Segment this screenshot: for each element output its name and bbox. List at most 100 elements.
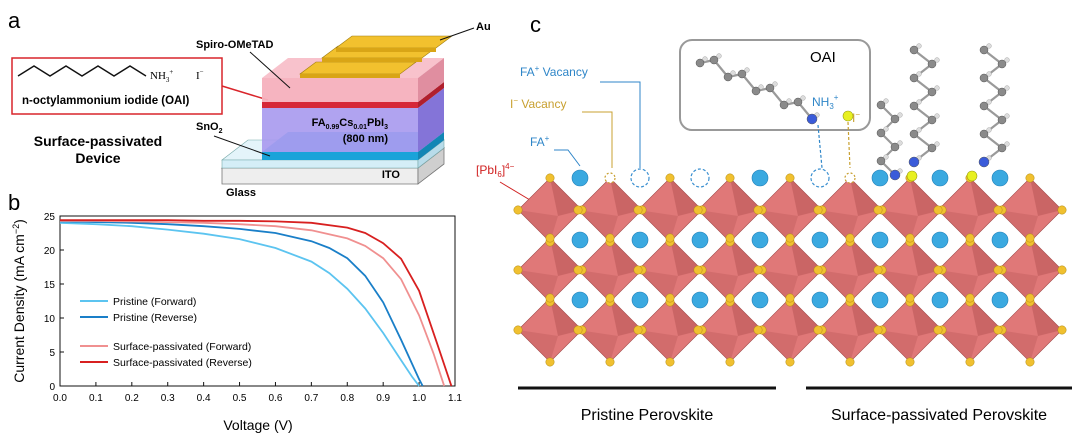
pbi6-octahedron bbox=[877, 177, 943, 243]
iodide-ion bbox=[693, 205, 703, 215]
iodide-arrow bbox=[847, 121, 851, 169]
x-tick-label: 0.0 bbox=[53, 393, 67, 404]
perovskite-thickness: (800 nm) bbox=[343, 133, 389, 145]
pbi6-octahedron bbox=[817, 297, 883, 363]
x-tick-label: 0.5 bbox=[233, 393, 247, 404]
oai-name: n-octylammonium iodide (OAI) bbox=[22, 95, 190, 107]
x-tick-label: 0.2 bbox=[125, 393, 139, 404]
fa-cation bbox=[871, 169, 889, 187]
fa-vacancy-label: FA+ Vacancy bbox=[520, 64, 588, 79]
iodide-ion bbox=[573, 265, 583, 275]
iodide-ion bbox=[905, 293, 915, 303]
pbi6-octahedron bbox=[637, 237, 703, 303]
iodide-ion bbox=[1025, 173, 1035, 183]
iodide-ion bbox=[665, 233, 675, 243]
legend-label: Surface-passivated (Forward) bbox=[113, 341, 251, 353]
y-tick-label: 20 bbox=[44, 246, 56, 257]
pbi6-octahedron bbox=[877, 237, 943, 303]
iodide-ion bbox=[785, 233, 795, 243]
pbi6-octahedron bbox=[997, 177, 1063, 243]
plot-frame bbox=[59, 215, 456, 387]
x-tick-label: 0.4 bbox=[197, 393, 211, 404]
fa-vacancy bbox=[810, 168, 830, 188]
iodide-ion bbox=[693, 325, 703, 335]
pbi6-octahedron bbox=[997, 297, 1063, 363]
iodide-ion bbox=[845, 233, 855, 243]
panel-c-letter: c bbox=[530, 12, 541, 37]
pbi6-octahedron bbox=[757, 297, 823, 363]
iodide-ion bbox=[933, 325, 943, 335]
fa-cation bbox=[991, 169, 1009, 187]
fa-cation bbox=[571, 231, 589, 249]
y-axis-label: Current Density (mA cm−2) bbox=[11, 219, 27, 383]
chart-lines bbox=[59, 219, 453, 387]
fa-cation bbox=[571, 291, 589, 309]
fa-cation bbox=[631, 291, 649, 309]
pbi6-octahedron bbox=[517, 177, 583, 243]
iodide-ion bbox=[665, 293, 675, 303]
iodide-ion bbox=[725, 357, 735, 367]
oai-molecule-box bbox=[695, 53, 820, 125]
pbi6-octahedron bbox=[697, 237, 763, 303]
y-tick-label: 0 bbox=[49, 382, 55, 393]
iodide-ion bbox=[905, 357, 915, 367]
x-tick-label: 0.6 bbox=[269, 393, 283, 404]
oai-molecules bbox=[695, 43, 1010, 182]
x-tick-label: 0.1 bbox=[89, 393, 103, 404]
series-line-3 bbox=[60, 219, 453, 387]
iodide-vacancy bbox=[604, 172, 616, 184]
oai-structure-box bbox=[11, 57, 223, 115]
pbi6-octahedron bbox=[697, 177, 763, 243]
fa-cation bbox=[931, 169, 949, 187]
pbi6-octahedron bbox=[757, 237, 823, 303]
oai-molecule-surface bbox=[978, 43, 1010, 168]
pbi6-label: [PbI6]4− bbox=[476, 162, 515, 179]
fa-cation bbox=[811, 291, 829, 309]
oai-iodide-label: I− bbox=[196, 68, 204, 82]
nh3-label: NH3+ bbox=[812, 93, 839, 111]
pbi6-octahedron bbox=[637, 297, 703, 363]
fa-cation bbox=[811, 231, 829, 249]
iodide-ion bbox=[605, 293, 615, 303]
panel-c: c OAI FA+ Vacancy I− Vacancy FA+ [PbI6]4… bbox=[476, 12, 1072, 424]
iodide-ion bbox=[633, 205, 643, 215]
iodide-ion bbox=[665, 173, 675, 183]
pbi6-octahedron bbox=[937, 177, 1003, 243]
nh3-arrow bbox=[817, 124, 823, 169]
fa-cation bbox=[991, 231, 1009, 249]
iodide-ion bbox=[873, 325, 883, 335]
fa-cation bbox=[931, 291, 949, 309]
iodide-ion bbox=[933, 265, 943, 275]
iodide-ion bbox=[513, 205, 523, 215]
iodide-ion bbox=[813, 325, 823, 335]
iodide-ion bbox=[966, 170, 978, 182]
iodide-ion bbox=[965, 293, 975, 303]
iodide-ion bbox=[845, 293, 855, 303]
pbi6-octahedron bbox=[937, 297, 1003, 363]
fa-cation bbox=[931, 231, 949, 249]
x-tick-label: 1.1 bbox=[448, 393, 462, 404]
iodide-ion bbox=[785, 293, 795, 303]
pristine-caption: Pristine Perovskite bbox=[581, 407, 714, 424]
pbi6-octahedron bbox=[817, 177, 883, 243]
iodide-ion bbox=[725, 233, 735, 243]
device-stack bbox=[220, 35, 453, 185]
chart-legend: Pristine (Forward)Pristine (Reverse)Surf… bbox=[80, 296, 252, 369]
iodide-ion bbox=[573, 205, 583, 215]
iodide-ion bbox=[753, 265, 763, 275]
iodide-ion bbox=[813, 205, 823, 215]
iodide-ion bbox=[725, 293, 735, 303]
iodide-ion bbox=[813, 265, 823, 275]
series-line-0 bbox=[59, 221, 420, 387]
pbi6-octahedron bbox=[577, 237, 643, 303]
pbi6-octahedron bbox=[757, 177, 823, 243]
passivated-caption: Surface-passivated Perovskite bbox=[831, 407, 1047, 424]
pbi6-octahedron bbox=[577, 177, 643, 243]
fa-cation bbox=[631, 231, 649, 249]
iodide-ion bbox=[633, 325, 643, 335]
au-label: Au bbox=[476, 21, 491, 33]
iodide-ion bbox=[845, 357, 855, 367]
x-tick-label: 0.7 bbox=[304, 393, 318, 404]
